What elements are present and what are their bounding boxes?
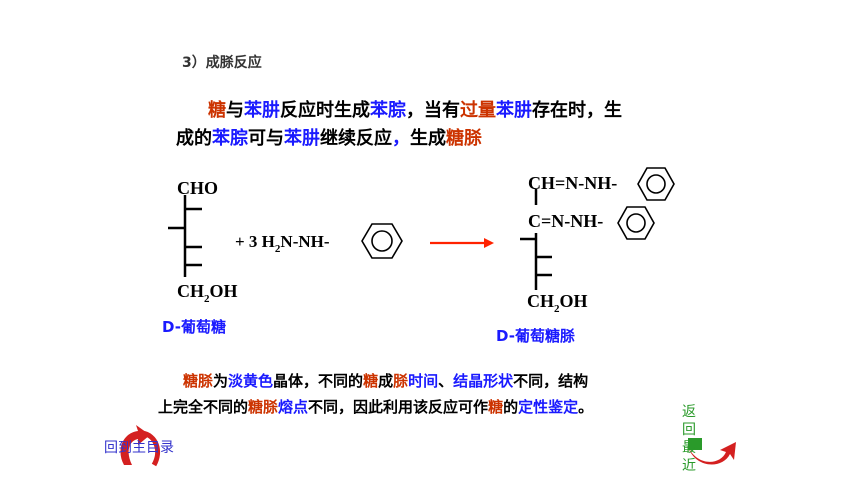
- text-run: 糖脎: [248, 398, 279, 416]
- text-run: 晶体，不同的: [273, 372, 364, 390]
- osazone-skeleton: [520, 189, 552, 290]
- text-run: 继续反应: [320, 128, 392, 149]
- text-run: 成的: [176, 128, 212, 149]
- text-run: ，: [406, 100, 424, 121]
- text-run: 不同，因此利用该反应可作: [308, 398, 489, 416]
- text-run: 生成: [410, 128, 446, 149]
- osazone-label: D-葡萄糖脎: [496, 327, 575, 345]
- text-run: 成: [378, 372, 394, 390]
- text-run: 苯肼: [284, 128, 320, 149]
- text-run: 。: [578, 398, 594, 416]
- text-run: 时间: [408, 372, 439, 390]
- benzene-ring-reagent: [361, 223, 403, 259]
- text-run: 反应时生成: [280, 100, 370, 121]
- text-run: 与: [226, 100, 244, 121]
- text-run: 不同，结构: [513, 372, 589, 390]
- text-run: 苯腙: [370, 100, 406, 121]
- glucose-label: D-葡萄糖: [162, 318, 226, 336]
- return-recent-button[interactable]: 返回最近: [680, 400, 740, 478]
- text-run: ，: [392, 128, 410, 149]
- section-title: 3）成脎反应: [182, 55, 262, 71]
- text-run: 苯腙: [212, 128, 248, 149]
- conclusion-line-1: 糖脎为淡黄色晶体，不同的糖成脎时间、结晶形状不同，结构: [183, 369, 588, 393]
- text-run: 存在时，生: [532, 100, 622, 121]
- text-run: 当有: [424, 100, 460, 121]
- text-run: 熔点: [278, 398, 309, 416]
- text-run: 糖: [488, 398, 504, 416]
- text-run: 苯肼: [244, 100, 280, 121]
- conclusion-line-2: 上完全不同的糖脎熔点不同，因此利用该反应可作糖的定性鉴定。: [158, 395, 593, 419]
- osazone-bottom-group: CH2OH: [527, 291, 588, 315]
- benzene-ring-1: [637, 167, 675, 201]
- text-run: 上完全不同的: [158, 398, 249, 416]
- reaction-arrow: [430, 238, 494, 248]
- intro-line-2: 成的苯腙可与苯肼继续反应，生成糖脎: [176, 125, 482, 153]
- text-run: 糖: [363, 372, 379, 390]
- reaction-diagram: CHO CH2OH + 3 H2N-NH- CH=N-NH- C=N-NH- C…: [168, 167, 675, 315]
- text-run: 糖脎: [446, 128, 482, 149]
- text-run: 可与: [248, 128, 284, 149]
- reagent-text: + 3 H2N-NH-: [235, 232, 330, 255]
- glucose-skeleton: [168, 195, 202, 277]
- text-run: 糖脎: [183, 372, 214, 390]
- text-run: 糖: [208, 100, 226, 121]
- glucose-top-group: CHO: [177, 178, 218, 198]
- text-run: 、: [438, 372, 454, 390]
- main-menu-button[interactable]: 回到主目录: [104, 423, 194, 467]
- main-menu-link[interactable]: 回到主目录: [104, 440, 174, 456]
- return-recent-link[interactable]: 返回最近: [682, 404, 696, 474]
- intro-line-1: 糖与苯肼反应时生成苯腙，当有过量苯肼存在时，生: [208, 97, 622, 125]
- osazone-row-1: CH=N-NH-: [528, 173, 617, 193]
- text-run: 结晶形状: [453, 372, 514, 390]
- red-curved-arrow-icon: [688, 438, 736, 465]
- osazone-row-2: C=N-NH-: [528, 211, 603, 231]
- text-run: 苯肼: [496, 100, 532, 121]
- text-run: 的: [503, 398, 519, 416]
- benzene-ring-2: [617, 206, 655, 240]
- text-run: 定性鉴定: [518, 398, 579, 416]
- text-run: 脎: [393, 372, 409, 390]
- glucose-bottom-group: CH2OH: [177, 281, 238, 305]
- text-run: 过量: [460, 100, 496, 121]
- red-return-arrow-icon: [120, 425, 160, 467]
- text-run: 为: [213, 372, 229, 390]
- text-run: 淡黄色: [228, 372, 274, 390]
